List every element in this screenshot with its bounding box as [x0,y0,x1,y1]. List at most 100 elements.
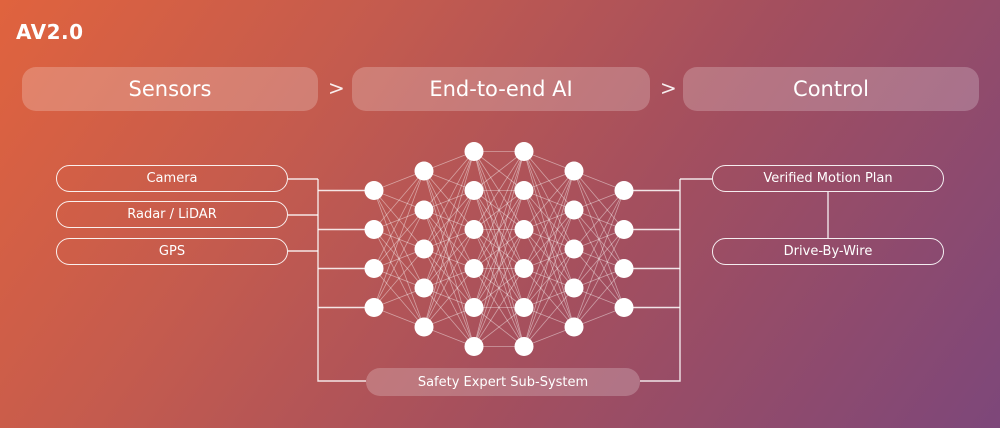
network-node [464,181,484,200]
output-drive-by-wire: Drive-By-Wire [712,238,944,265]
network-edge [573,190,625,328]
network-edge [523,229,575,289]
network-edge [523,170,575,308]
network-edge [373,209,425,308]
network-edge [523,248,575,347]
network-edge [473,151,525,347]
network-edge [473,151,525,269]
chevron-right-icon: > [660,76,677,100]
network-edge [423,170,475,269]
network-node [564,278,584,298]
network-edge [423,209,475,347]
network-node [614,298,634,317]
stage-end-to-end-ai: End-to-end AI [352,67,650,111]
network-edge [473,268,525,347]
network-edge [423,170,475,230]
network-edge [473,190,525,347]
network-edge [523,248,575,308]
network-node [464,337,484,356]
stage-sensors: Sensors [22,67,318,111]
network-node [614,220,634,239]
network-node [514,181,534,200]
network-edge [523,151,575,250]
network-node [564,161,584,181]
network-node [464,259,484,278]
network-edge [523,190,575,328]
network-node [414,161,434,181]
network-edge [473,151,525,347]
network-node [564,200,584,220]
network-edge [423,190,475,328]
network-edge [523,209,575,308]
network-edge [473,151,525,230]
network-edge [573,190,625,289]
network-node [464,220,484,239]
network-edge [423,248,475,347]
network-edge [573,190,625,250]
network-edge [523,151,575,328]
network-edge [473,229,525,347]
network-edge [423,190,475,250]
network-edge [423,268,475,328]
network-edge [473,190,525,269]
network-edge [523,190,575,289]
network-edge [423,151,475,328]
network-node [514,220,534,239]
network-edge [473,268,525,347]
network-edge [473,229,525,269]
network-edge [523,229,575,328]
network-edge [523,268,575,328]
network-edge [473,229,525,347]
network-edge [423,248,475,308]
network-edge [423,151,475,211]
network-edge [473,268,525,308]
network-edge [423,229,475,289]
network-edge [373,170,425,308]
network-edge [473,229,525,269]
network-edge [423,170,475,308]
network-edge [473,268,525,308]
network-edge [423,190,475,289]
input-camera: Camera [56,165,288,192]
input-gps: GPS [56,238,288,265]
network-edge [473,190,525,347]
network-edge [573,170,625,269]
network-node [564,317,584,337]
chevron-right-icon: > [328,76,345,100]
network-edge [473,307,525,347]
network-edge [373,190,425,250]
page-title: AV2.0 [16,20,84,44]
network-edge [573,268,625,328]
network-node [414,200,434,220]
network-node [414,317,434,337]
network-node [364,259,384,278]
network-edge [573,229,625,289]
network-nodes [364,142,634,356]
network-edge [523,170,575,269]
network-edge [473,307,525,347]
network-edge [523,287,575,347]
network-edge [473,151,525,308]
network-edge [573,170,625,230]
network-node [464,142,484,161]
network-edge [423,229,475,328]
network-node [564,239,584,259]
network-node [364,220,384,239]
connector-line [317,179,366,382]
network-edge [423,151,475,289]
network-edge [373,190,425,328]
stage-control: Control [683,67,979,111]
network-edge [373,229,425,328]
network-edge [473,229,525,308]
network-node [414,278,434,298]
output-verified-motion-plan: Verified Motion Plan [712,165,944,192]
network-node [514,142,534,161]
network-edge [423,170,475,347]
network-edge [573,229,625,328]
network-edge [473,190,525,269]
network-edge [373,248,425,308]
connector-line [640,179,681,382]
network-node [364,181,384,200]
